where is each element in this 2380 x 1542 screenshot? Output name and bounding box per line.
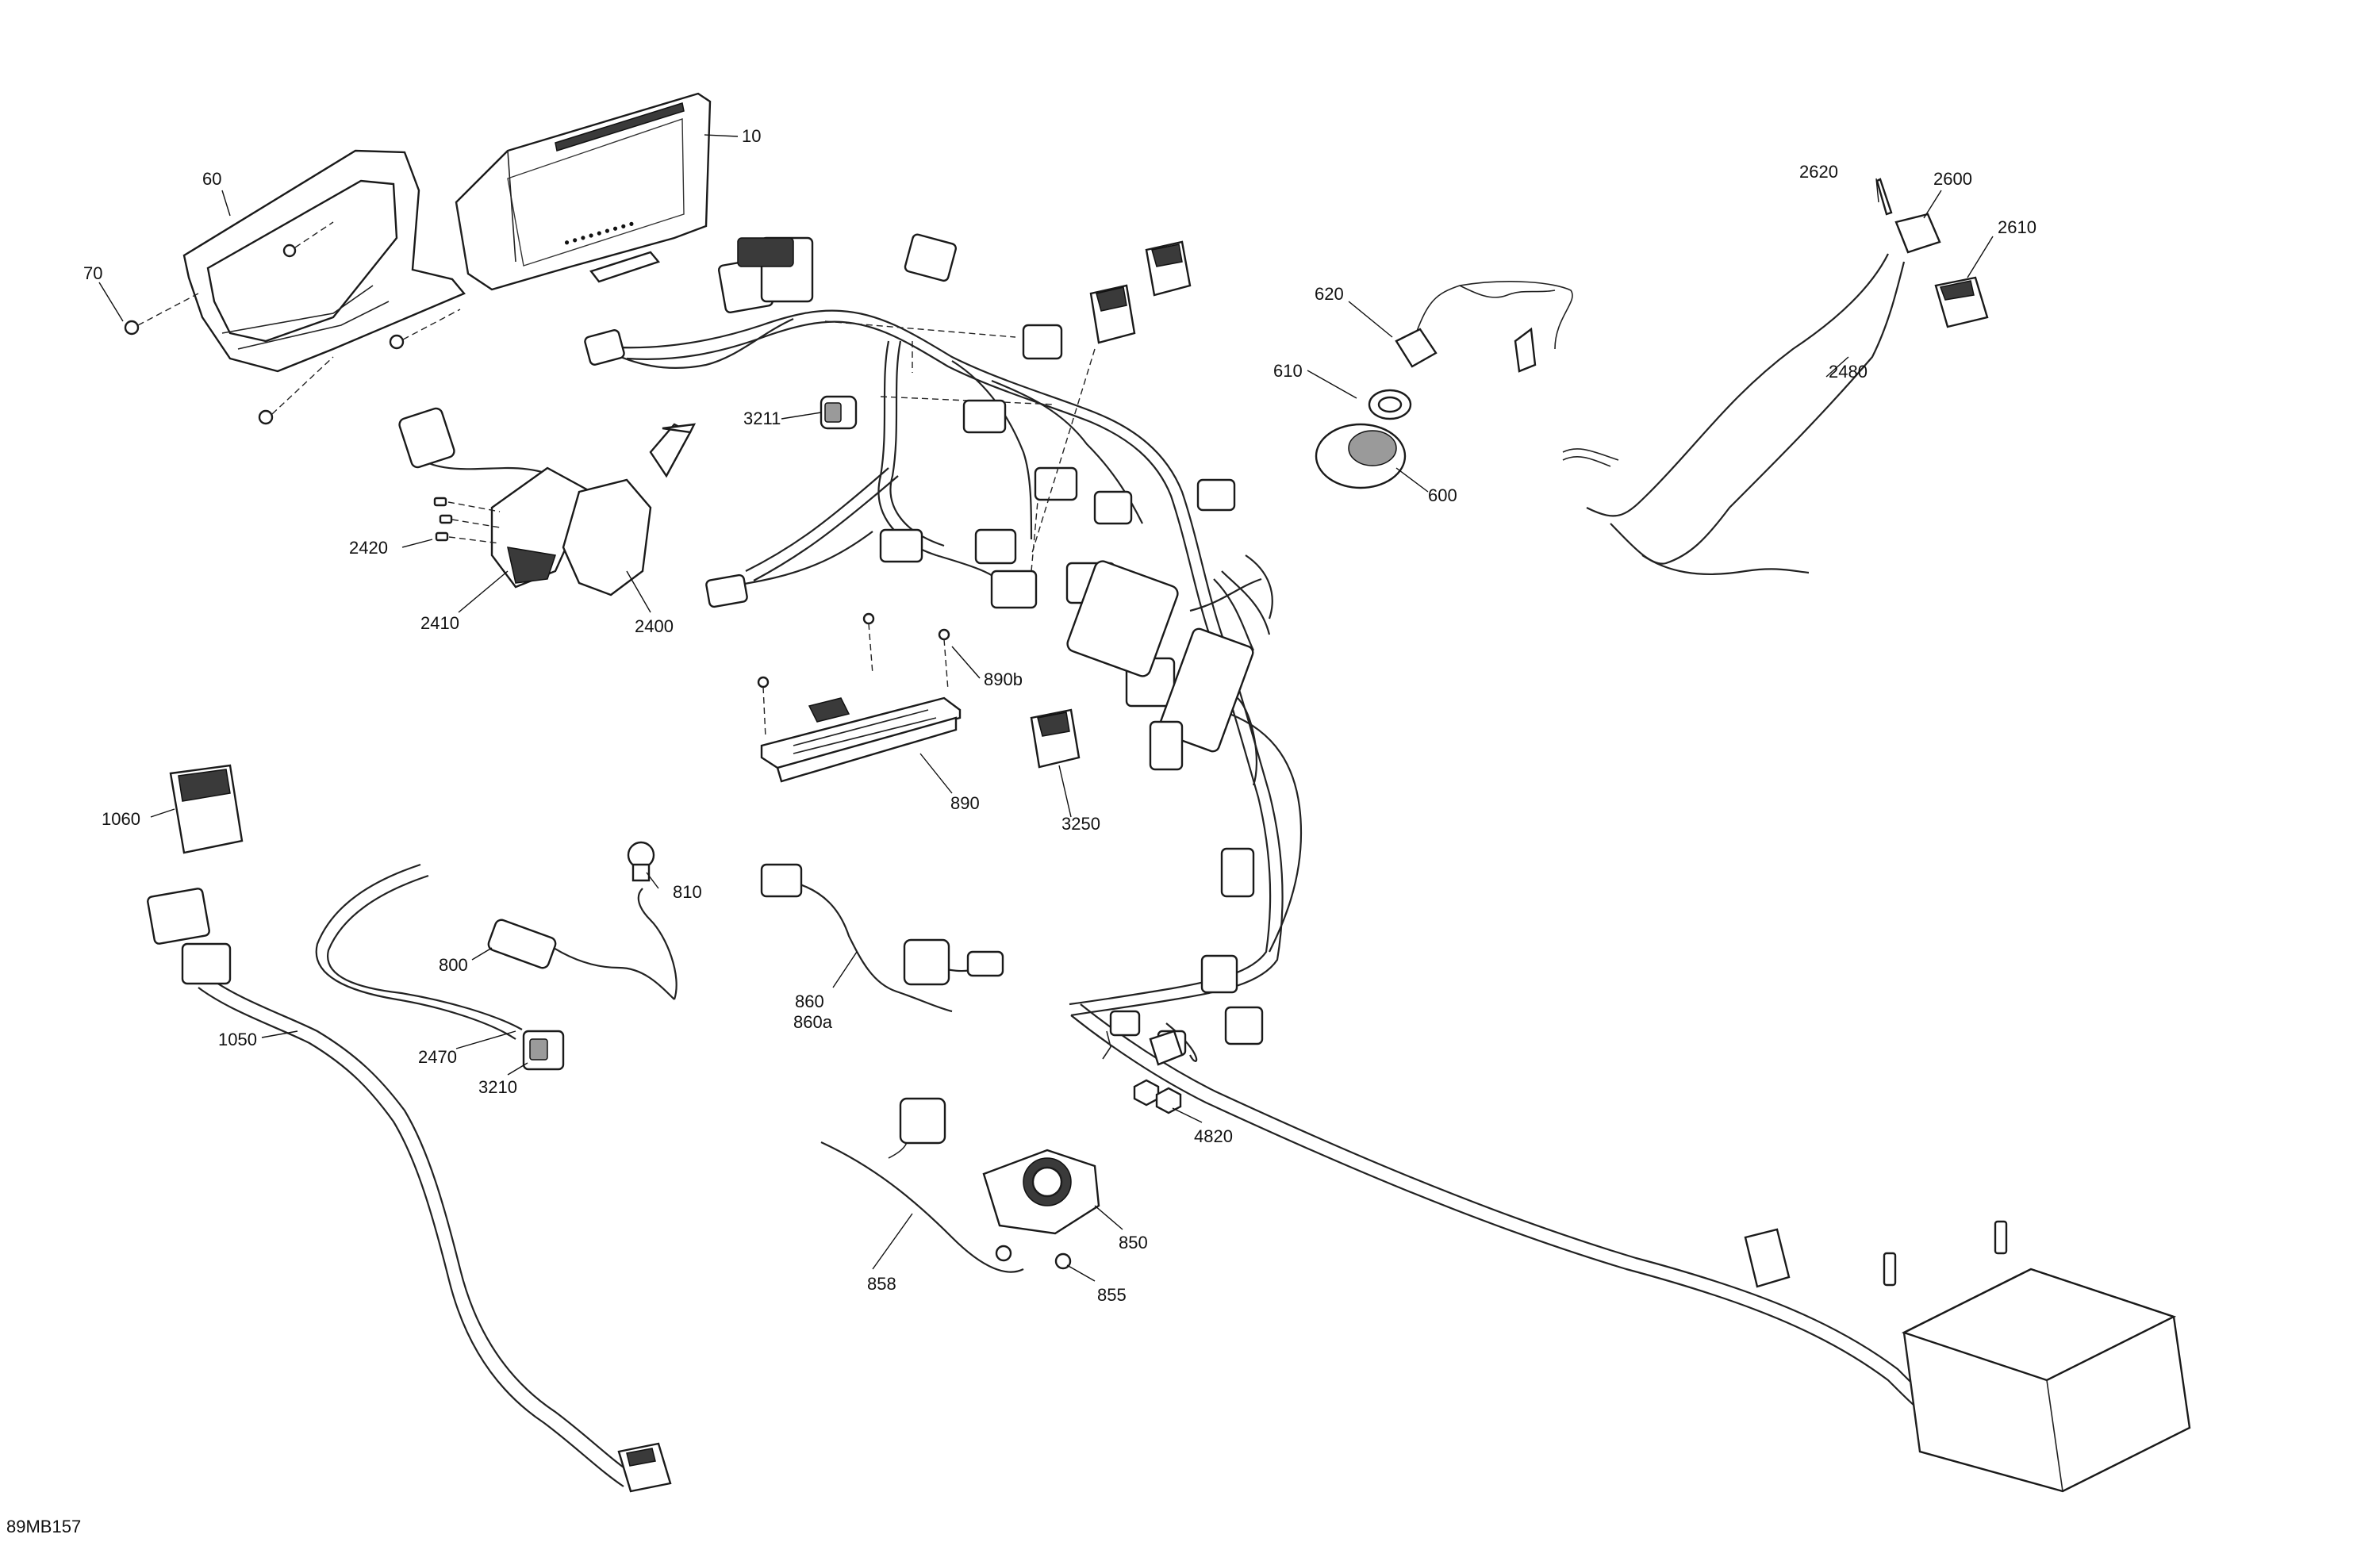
callout-860: 860 xyxy=(795,992,824,1011)
connector-3211-part xyxy=(820,395,858,430)
callout-4820: 4820 xyxy=(1194,1126,1233,1146)
tether-cord-part xyxy=(1315,281,1573,489)
callout-2610: 2610 xyxy=(1998,217,2036,237)
callout-855: 855 xyxy=(1097,1285,1127,1305)
instrument-cluster-part: ● ● ● ● ● ● ● ● ● xyxy=(455,92,712,291)
sub-harness-left-part xyxy=(584,317,873,608)
callout-1060: 1060 xyxy=(102,809,140,829)
knob-harness-part xyxy=(820,1097,1100,1273)
callout-2620: 2620 xyxy=(1799,162,1838,182)
cluster-bezel-part xyxy=(124,149,466,425)
callout-620: 620 xyxy=(1315,284,1344,304)
callout-860a: 860a xyxy=(793,1012,833,1032)
hose-2470-part xyxy=(315,863,565,1071)
callout-2600: 2600 xyxy=(1933,169,1972,189)
leader-lines xyxy=(98,134,1994,1282)
callout-890: 890 xyxy=(950,793,980,813)
callout-890b: 890b xyxy=(984,669,1023,689)
callout-2410: 2410 xyxy=(420,613,459,633)
storage-tray-part xyxy=(757,612,962,783)
left-long-harness-part xyxy=(147,764,672,1493)
callout-810: 810 xyxy=(673,882,702,902)
handlebar-switch-part xyxy=(398,407,697,596)
callout-3250: 3250 xyxy=(1061,814,1100,834)
callout-1050: 1050 xyxy=(218,1030,257,1049)
callout-610: 610 xyxy=(1273,361,1303,381)
callout-2470: 2470 xyxy=(418,1047,457,1067)
nuts-4820-part xyxy=(1133,1030,1184,1114)
callout-10: 10 xyxy=(742,126,761,146)
callout-600: 600 xyxy=(1428,485,1457,505)
callout-70: 70 xyxy=(83,263,102,283)
battery-part xyxy=(1744,1220,2191,1493)
rocker-switches-part xyxy=(1030,240,1192,769)
diagram-reference-code: 89MB157 xyxy=(6,1517,81,1536)
callout-2420: 2420 xyxy=(349,538,388,558)
right-harness-part xyxy=(1562,178,1989,576)
callout-labels: 10 60 70 3211 2420 2410 2400 620 610 600… xyxy=(6,126,2036,1536)
callout-3210: 3210 xyxy=(478,1077,517,1097)
harness-860-part xyxy=(760,863,1004,1013)
callout-2480: 2480 xyxy=(1829,362,1868,382)
callout-3211: 3211 xyxy=(743,409,781,428)
callout-2400: 2400 xyxy=(635,616,674,636)
sensor-harness-part xyxy=(487,841,678,1000)
main-harness-part xyxy=(618,233,1968,1429)
callout-60: 60 xyxy=(202,169,221,189)
callout-858: 858 xyxy=(867,1274,896,1294)
callout-850: 850 xyxy=(1119,1233,1148,1252)
callout-800: 800 xyxy=(439,955,468,975)
